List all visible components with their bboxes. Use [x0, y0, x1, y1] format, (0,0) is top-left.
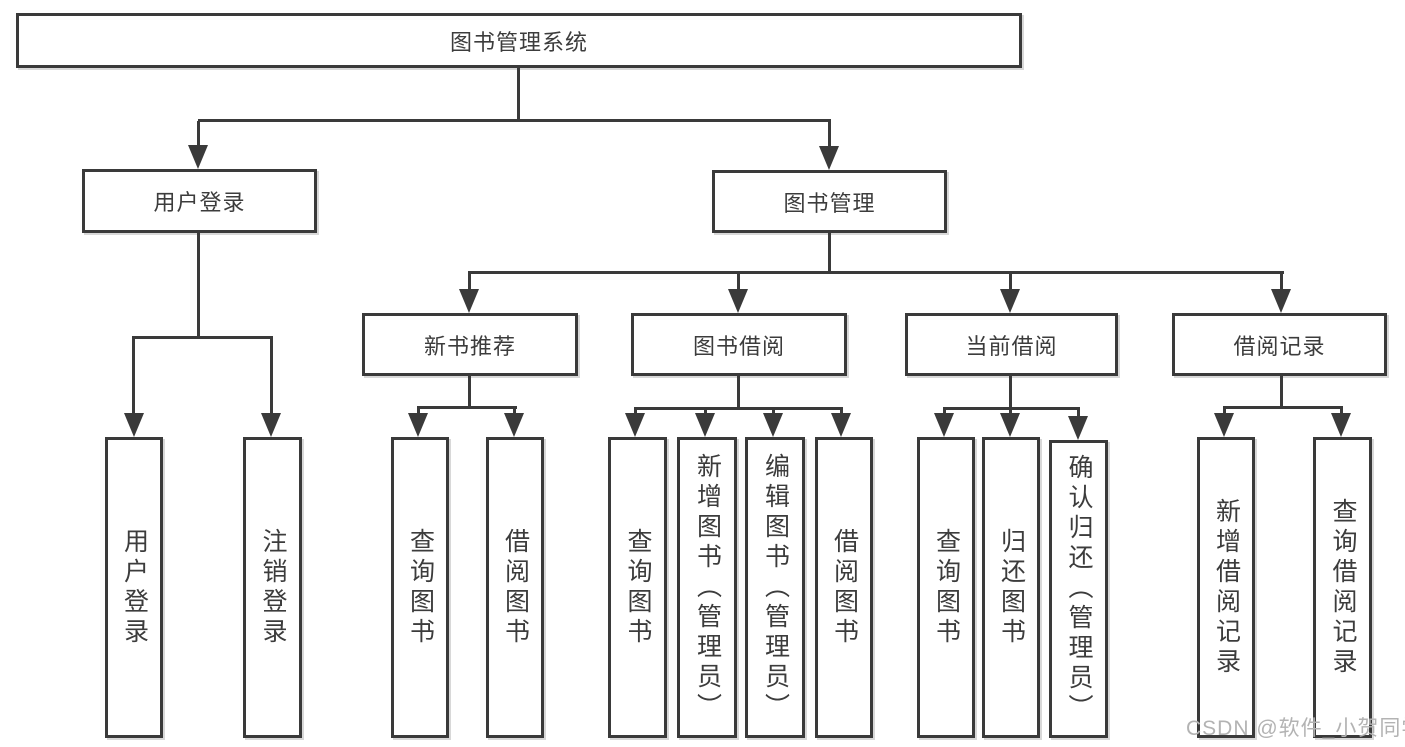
- leaf-borrow-borrow: 借阅图书: [815, 437, 873, 738]
- leaf-newbook-query-label: 查询图书: [406, 527, 435, 648]
- connector-current-arm-2: [1009, 409, 1012, 416]
- arrow-to-user-login: [188, 145, 208, 169]
- connector-userlogin-stem: [197, 233, 200, 339]
- connector-bookmgmt-hbar: [468, 271, 1284, 274]
- leaf-newbook-borrow-label: 借阅图书: [501, 527, 530, 648]
- connector-record-arm-2: [1340, 408, 1343, 416]
- arrow-borrow-leaf-3: [763, 413, 783, 437]
- arrow-to-current-borrow: [1000, 289, 1020, 313]
- arrow-to-new-book: [459, 289, 479, 313]
- arrow-to-leaf-logout: [261, 413, 281, 437]
- node-book-mgmt-label: 图书管理: [783, 190, 876, 216]
- connector-bookmgmt-arm-3: [1009, 273, 1012, 291]
- leaf-record-add-label: 新增借阅记录: [1212, 497, 1241, 678]
- leaf-record-query: 查询借阅记录: [1313, 437, 1372, 738]
- node-root-label: 图书管理系统: [449, 29, 588, 55]
- arrow-to-borrow-record: [1271, 289, 1291, 313]
- connector-root-hbar: [198, 119, 831, 122]
- leaf-borrow-add-label: 新增图书（管理员）: [693, 452, 722, 723]
- csdn-watermark: CSDN @软件_小贺同学: [1186, 717, 1405, 740]
- connector-root-stem: [517, 68, 520, 122]
- leaf-user-login: 用户登录: [105, 437, 163, 738]
- node-borrow-record: 借阅记录: [1172, 313, 1387, 376]
- arrow-borrow-leaf-1: [625, 413, 645, 437]
- connector-root-arm-right: [828, 121, 831, 149]
- leaf-current-return-label: 归还图书: [997, 527, 1026, 648]
- connector-record-stem: [1280, 376, 1283, 409]
- leaf-record-add: 新增借阅记录: [1197, 437, 1255, 738]
- leaf-current-confirm-label: 确认归还（管理员）: [1065, 454, 1093, 724]
- arrow-borrow-leaf-2: [695, 413, 715, 437]
- leaf-logout: 注销登录: [243, 437, 302, 738]
- node-new-book-recommend: 新书推荐: [362, 313, 578, 376]
- node-user-login: 用户登录: [82, 169, 317, 233]
- connector-current-arm-1: [943, 409, 946, 416]
- leaf-borrow-add: 新增图书（管理员）: [677, 437, 737, 738]
- node-book-mgmt: 图书管理: [712, 170, 947, 233]
- arrow-newbook-leaf-2: [504, 413, 524, 437]
- connector-borrow-hbar: [634, 407, 843, 410]
- connector-bookmgmt-stem: [828, 233, 831, 274]
- node-borrow-record-label: 借阅记录: [1233, 333, 1326, 359]
- arrow-current-leaf-2: [1000, 413, 1020, 437]
- leaf-current-confirm: 确认归还（管理员）: [1049, 440, 1108, 738]
- leaf-borrow-borrow-label: 借阅图书: [830, 527, 859, 648]
- arrow-current-leaf-1: [934, 413, 954, 437]
- connector-borrow-arm-4: [840, 409, 843, 416]
- connector-borrow-arm-1: [634, 409, 637, 416]
- node-current-borrow-label: 当前借阅: [965, 333, 1058, 359]
- leaf-newbook-query: 查询图书: [391, 437, 449, 738]
- leaf-record-query-label: 查询借阅记录: [1329, 497, 1357, 678]
- leaf-user-login-label: 用户登录: [120, 527, 149, 648]
- arrow-record-leaf-1: [1214, 413, 1234, 437]
- connector-newbook-stem: [468, 376, 471, 409]
- arrow-to-leaf-login: [124, 413, 144, 437]
- connector-newbook-arm-1: [417, 408, 420, 416]
- leaf-current-query-label: 查询图书: [932, 527, 961, 648]
- connector-bookmgmt-arm-1: [468, 273, 471, 291]
- connector-root-arm-left: [197, 121, 200, 149]
- connector-borrow-arm-2: [704, 409, 707, 416]
- connector-bookmgmt-arm-4: [1280, 273, 1283, 291]
- connector-current-hbar: [943, 407, 1080, 410]
- leaf-borrow-edit: 编辑图书（管理员）: [745, 437, 805, 738]
- leaf-borrow-edit-label: 编辑图书（管理员）: [761, 452, 790, 723]
- arrow-to-book-mgmt: [819, 146, 839, 170]
- leaf-current-query: 查询图书: [917, 437, 975, 738]
- connector-borrow-stem: [737, 376, 740, 410]
- connector-userlogin-arm-1: [132, 338, 135, 415]
- node-book-borrow: 图书借阅: [631, 313, 847, 376]
- node-root: 图书管理系统: [16, 13, 1022, 68]
- leaf-newbook-borrow: 借阅图书: [486, 437, 544, 738]
- connector-current-arm-3: [1077, 409, 1080, 418]
- node-user-login-label: 用户登录: [153, 190, 246, 215]
- connector-record-arm-1: [1223, 408, 1226, 416]
- arrow-record-leaf-2: [1331, 413, 1351, 437]
- leaf-logout-label: 注销登录: [259, 527, 287, 648]
- connector-userlogin-hbar: [132, 336, 273, 339]
- connector-newbook-hbar: [417, 406, 517, 409]
- connector-record-hbar: [1223, 406, 1343, 409]
- node-book-borrow-label: 图书借阅: [692, 333, 785, 359]
- arrow-borrow-leaf-4: [831, 413, 851, 437]
- connector-bookmgmt-arm-2: [737, 273, 740, 291]
- connector-userlogin-arm-2: [270, 338, 273, 415]
- connector-newbook-arm-2: [513, 408, 516, 416]
- connector-current-stem: [1009, 376, 1012, 410]
- leaf-current-return: 归还图书: [982, 437, 1040, 738]
- leaf-borrow-query-label: 查询图书: [624, 527, 652, 648]
- leaf-borrow-query: 查询图书: [608, 437, 667, 738]
- arrow-current-leaf-3: [1068, 416, 1088, 440]
- arrow-newbook-leaf-1: [408, 413, 428, 437]
- connector-borrow-arm-3: [772, 409, 775, 416]
- arrow-to-book-borrow: [728, 289, 748, 313]
- node-current-borrow: 当前借阅: [905, 313, 1118, 376]
- node-new-book-recommend-label: 新书推荐: [423, 333, 516, 359]
